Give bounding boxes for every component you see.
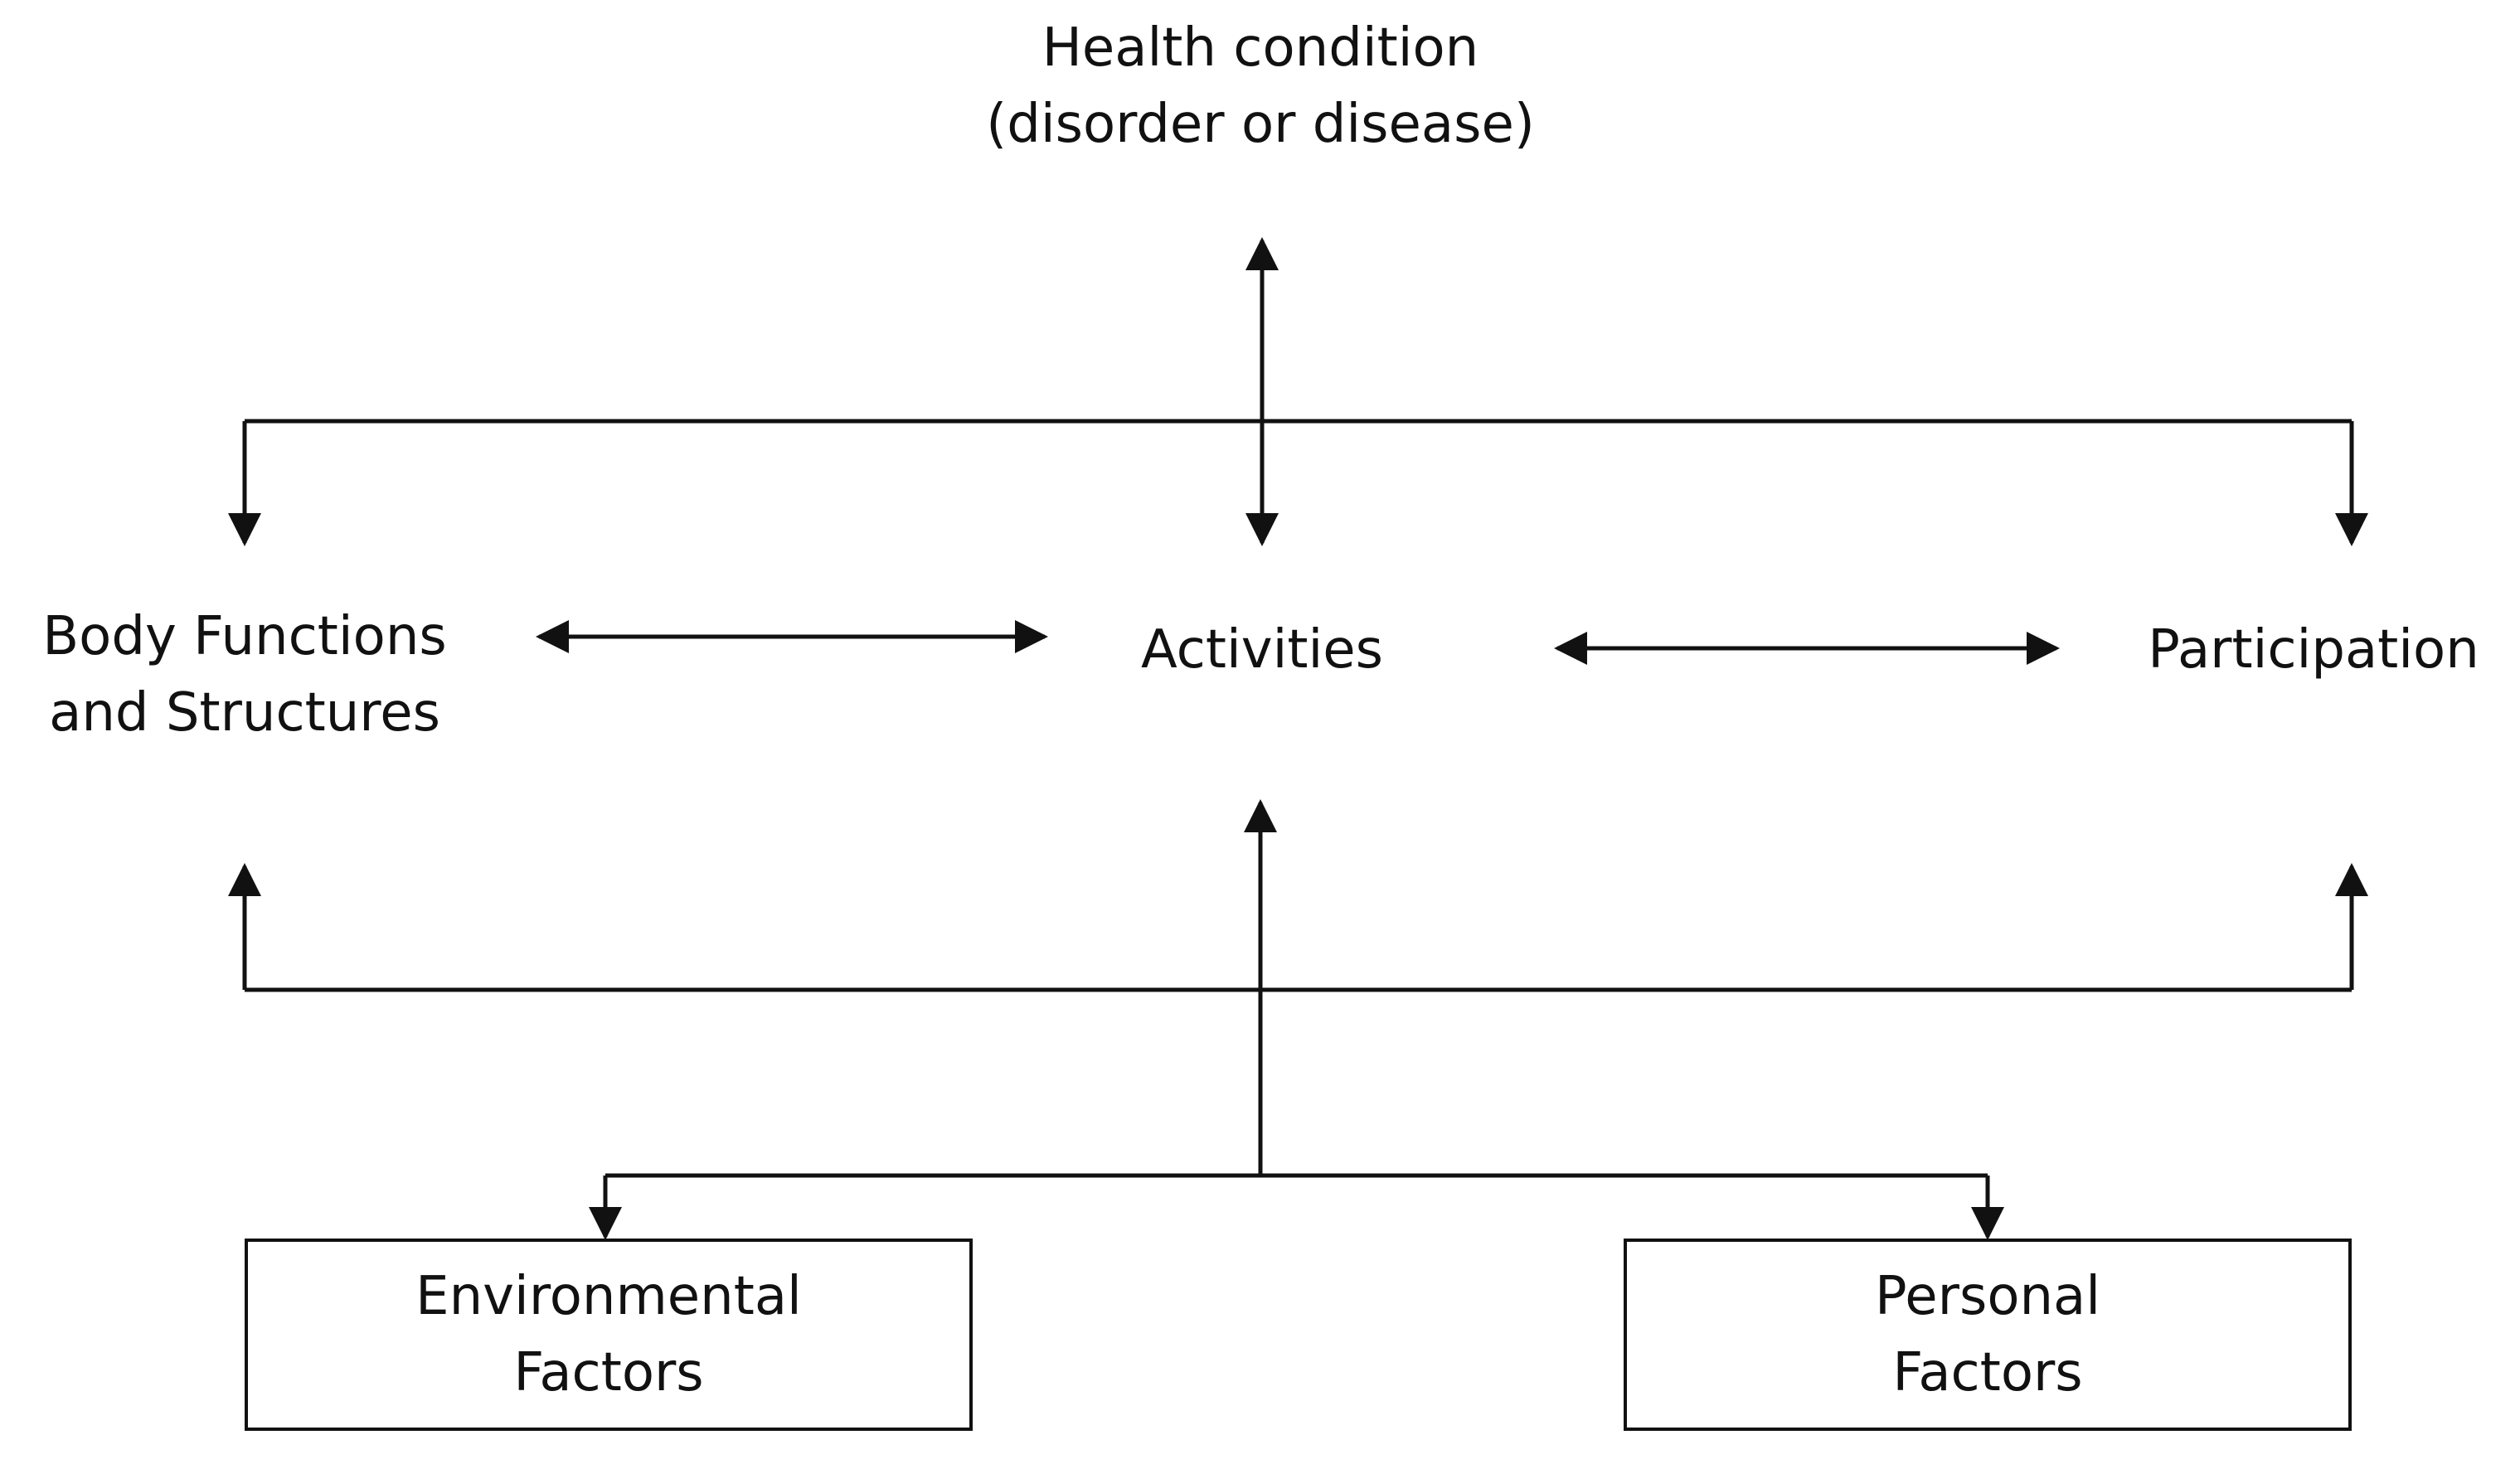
activities-text: Activities bbox=[1141, 619, 1383, 681]
health-condition-label: Health condition (disorder or disease) bbox=[937, 10, 1584, 162]
environmental-factors-box bbox=[245, 1239, 973, 1431]
health-condition-line2: (disorder or disease) bbox=[986, 94, 1535, 155]
personal-factors-line2: Factors bbox=[1892, 1342, 2083, 1403]
personal-factors-label: Personal Factors bbox=[1653, 1258, 2323, 1411]
body-functions-line1: Body Functions bbox=[42, 606, 447, 667]
activities-label: Activities bbox=[1095, 612, 1430, 688]
environmental-factors-label: Environmental Factors bbox=[274, 1258, 944, 1411]
body-functions-label: Body Functions and Structures bbox=[17, 599, 473, 751]
personal-factors-box bbox=[1624, 1239, 2352, 1431]
participation-label: Participation bbox=[2119, 612, 2508, 688]
personal-factors-line1: Personal bbox=[1874, 1266, 2101, 1327]
health-condition-line1: Health condition bbox=[1042, 17, 1479, 79]
environmental-factors-line2: Factors bbox=[513, 1342, 704, 1403]
participation-text: Participation bbox=[2148, 619, 2479, 681]
environmental-factors-line1: Environmental bbox=[415, 1266, 802, 1327]
body-functions-line2: and Structures bbox=[49, 682, 440, 744]
